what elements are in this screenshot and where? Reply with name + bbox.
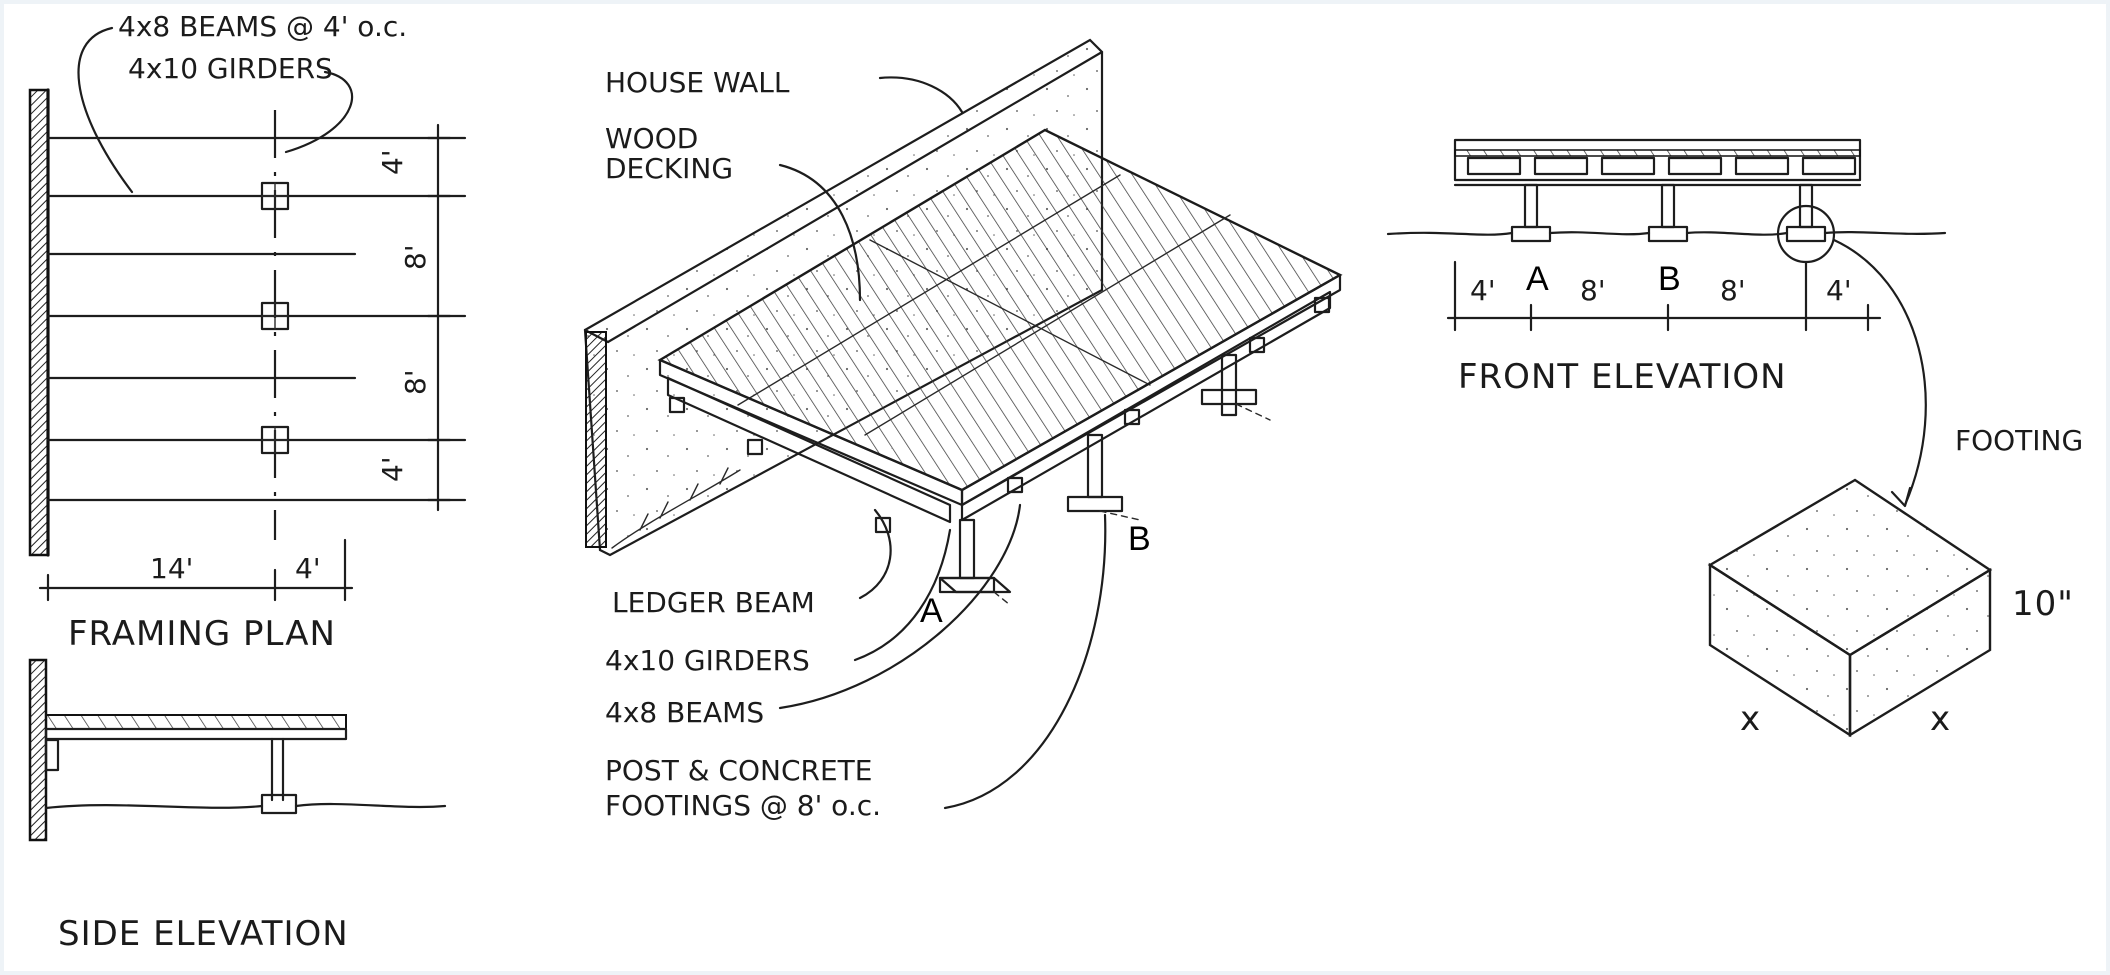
beams-spacing-label: 4x8 BEAMS @ 4' o.c. xyxy=(118,10,407,43)
footing-x1-label: x xyxy=(1740,699,1761,739)
footing-height-label: 10" xyxy=(2012,584,2074,624)
side-elevation-title: SIDE ELEVATION xyxy=(58,914,349,954)
girders-mid-label: 4x10 GIRDERS xyxy=(605,644,810,677)
front-seg-3: 8' xyxy=(1720,274,1746,307)
front-seg-2: 8' xyxy=(1580,274,1606,307)
plan-seg-2: 8' xyxy=(399,244,432,270)
footing-detail: FOOTING 10" x x xyxy=(1707,238,2083,739)
footing-label: FOOTING xyxy=(1955,424,2083,457)
framing-plan-title: FRAMING PLAN xyxy=(68,614,336,654)
plan-dimension-vertical: 4' 8' 8' 4' xyxy=(376,123,467,512)
wood-decking-label-1: WOOD xyxy=(605,122,698,155)
framing-plan-callouts: 4x8 BEAMS @ 4' o.c. 4x10 GIRDERS xyxy=(77,10,407,194)
girders-top-label: 4x10 GIRDERS xyxy=(128,52,333,85)
framing-plan: 4' 8' 8' 4' 14' 4' FRAMING PLAN xyxy=(28,88,467,654)
plan-dimension-horizontal: 14' 4' xyxy=(38,538,354,602)
plan-seg-3: 8' xyxy=(399,369,432,395)
iso-marker-a: A xyxy=(920,592,943,630)
front-beam-ends xyxy=(1466,156,1857,176)
isometric-deck: HOUSE WALL WOOD DECKING LEDGER BEAM 4x10… xyxy=(583,38,1343,822)
house-wall-label: HOUSE WALL xyxy=(605,66,790,99)
iso-posts xyxy=(938,353,1271,606)
plan-house-wall xyxy=(28,88,50,557)
front-seg-4: 4' xyxy=(1826,274,1852,307)
plan-seg-1: 4' xyxy=(376,149,409,175)
post-footings-label-1: POST & CONCRETE xyxy=(605,754,872,787)
front-elevation-title: FRONT ELEVATION xyxy=(1458,357,1787,397)
plan-width-overhang: 4' xyxy=(295,552,321,585)
ledger-beam-label: LEDGER BEAM xyxy=(612,586,815,619)
iso-marker-b: B xyxy=(1128,520,1151,558)
iso-beam-ends xyxy=(668,296,1331,534)
front-dimension: 4' 8' 8' 4' xyxy=(1446,260,1882,332)
side-elevation: SIDE ELEVATION xyxy=(28,658,447,954)
iso-wall-section xyxy=(585,331,607,548)
post-footings-label-2: FOOTINGS @ 8' o.c. xyxy=(605,789,881,822)
plan-seg-4: 4' xyxy=(376,456,409,482)
footing-right-face xyxy=(1848,567,1992,738)
plan-beams xyxy=(46,136,452,502)
wood-decking-label-2: DECKING xyxy=(605,152,733,185)
front-marker-a: A xyxy=(1526,260,1549,298)
plan-posts xyxy=(260,181,290,455)
front-elevation: 4' 8' 8' 4' A B FRONT ELEVATION xyxy=(1386,138,1947,397)
footing-x2-label: x xyxy=(1930,699,1951,739)
front-seg-1: 4' xyxy=(1470,274,1496,307)
front-marker-b: B xyxy=(1658,260,1681,298)
plan-width-main: 14' xyxy=(150,552,193,585)
beams-mid-label: 4x8 BEAMS xyxy=(605,696,764,729)
